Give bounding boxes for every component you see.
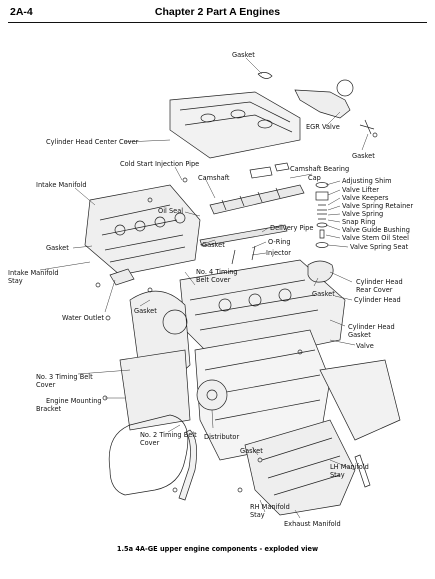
label-valve-keepers: Valve Keepers — [342, 194, 389, 202]
heat-shield-part — [319, 359, 401, 441]
label-lh-manifold-stay-1: LH Manifold — [330, 463, 369, 471]
label-no4-timing-belt-cover-2: Belt Cover — [196, 276, 231, 284]
egr-valve-part — [294, 89, 351, 119]
label-valve-spring-retainer: Valve Spring Retainer — [342, 202, 413, 210]
label-valve-lifter: Valve Lifter — [342, 186, 379, 194]
label-valve-stem-oil-steel: Valve Stem Oil Steel — [342, 234, 409, 242]
label-gasket-right-top: Gasket — [352, 152, 375, 160]
water-outlet-part — [109, 268, 135, 286]
label-camshaft-bearing-cap-2: Cap — [308, 174, 321, 182]
gasket-top-part — [257, 72, 273, 79]
label-distributor: Distributor — [204, 433, 239, 441]
label-o-ring: O-Ring — [268, 238, 291, 246]
label-gasket-left: Gasket — [46, 244, 69, 252]
label-no2-timing-belt-cover-1: No. 2 Timing Belt — [140, 431, 197, 439]
delivery-pipe-part — [199, 224, 288, 247]
label-intake-manifold: Intake Manifold — [36, 181, 87, 189]
label-rh-manifold-stay-2: Stay — [250, 511, 265, 519]
label-cylinder-head: Cylinder Head — [354, 296, 401, 304]
cylinder-head-cover-part — [169, 91, 301, 159]
label-gasket-rear: Gasket — [312, 290, 335, 298]
label-cylinder-head-rear-cover-2: Rear Cover — [356, 286, 393, 294]
label-intake-manifold-stay-2: Stay — [8, 277, 23, 285]
label-exhaust-manifold: Exhaust Manifold — [284, 520, 341, 528]
figure-caption: 1.5a 4A-GE upper engine components - exp… — [116, 545, 319, 553]
label-engine-mounting-bracket-1: Engine Mounting — [46, 397, 102, 405]
label-water-outlet: Water Outlet — [62, 314, 104, 322]
label-cold-start-injection-pipe: Cold Start Injection Pipe — [120, 160, 199, 168]
label-gasket-water: Gasket — [134, 307, 157, 315]
label-engine-mounting-bracket-2: Bracket — [36, 405, 62, 413]
label-valve-spring-seat: Valve Spring Seat — [350, 243, 409, 251]
label-valve-guide-bushing: Valve Guide Bushing — [342, 226, 410, 234]
header-rule — [8, 22, 427, 23]
label-no3-timing-belt-cover-1: No. 3 Timing Belt — [36, 373, 93, 381]
label-gasket-top: Gasket — [232, 51, 255, 59]
label-camshaft-bearing-cap-1: Camshaft Bearing — [290, 165, 349, 173]
label-no2-timing-belt-cover-2: Cover — [140, 439, 160, 447]
label-snap-ring: Snap Ring — [342, 218, 375, 226]
exhaust-manifold-part — [244, 419, 356, 516]
label-oil-seal: Oil Seal — [158, 207, 183, 215]
label-cylinder-head-gasket-1: Cylinder Head — [348, 323, 395, 331]
label-rh-manifold-stay-1: RH Manifold — [250, 503, 290, 511]
chapter-title: Chapter 2 Part A Engines — [154, 6, 281, 18]
label-cylinder-head-center-cover: Cylinder Head Center Cover — [46, 138, 139, 146]
rear-cover-part — [307, 260, 334, 283]
label-delivery-pipe: Delivery Pipe — [270, 224, 313, 232]
label-lh-manifold-stay-2: Stay — [330, 471, 345, 479]
label-gasket-mid: Gasket — [202, 241, 225, 249]
label-valve-spring: Valve Spring — [342, 210, 383, 218]
label-gasket-exhaust: Gasket — [240, 447, 263, 455]
label-intake-manifold-stay-1: Intake Manifold — [8, 269, 59, 277]
page-number: 2A-4 — [10, 6, 33, 18]
bolt-parts — [95, 132, 378, 493]
label-cylinder-head-rear-cover-1: Cylinder Head — [356, 278, 403, 286]
label-no3-timing-belt-cover-2: Cover — [36, 381, 56, 389]
label-valve: Valve — [356, 342, 374, 350]
label-injector: Injector — [266, 249, 291, 257]
label-egr-valve: EGR Valve — [306, 123, 340, 131]
valve-components-part — [315, 182, 329, 248]
camshaft-part — [209, 184, 305, 215]
label-camshaft: Camshaft — [198, 174, 230, 182]
label-adjusting-shim: Adjusting Shim — [342, 177, 392, 185]
label-cylinder-head-gasket-2: Gasket — [348, 331, 371, 339]
label-no4-timing-belt-cover-1: No. 4 Timing — [196, 268, 238, 276]
